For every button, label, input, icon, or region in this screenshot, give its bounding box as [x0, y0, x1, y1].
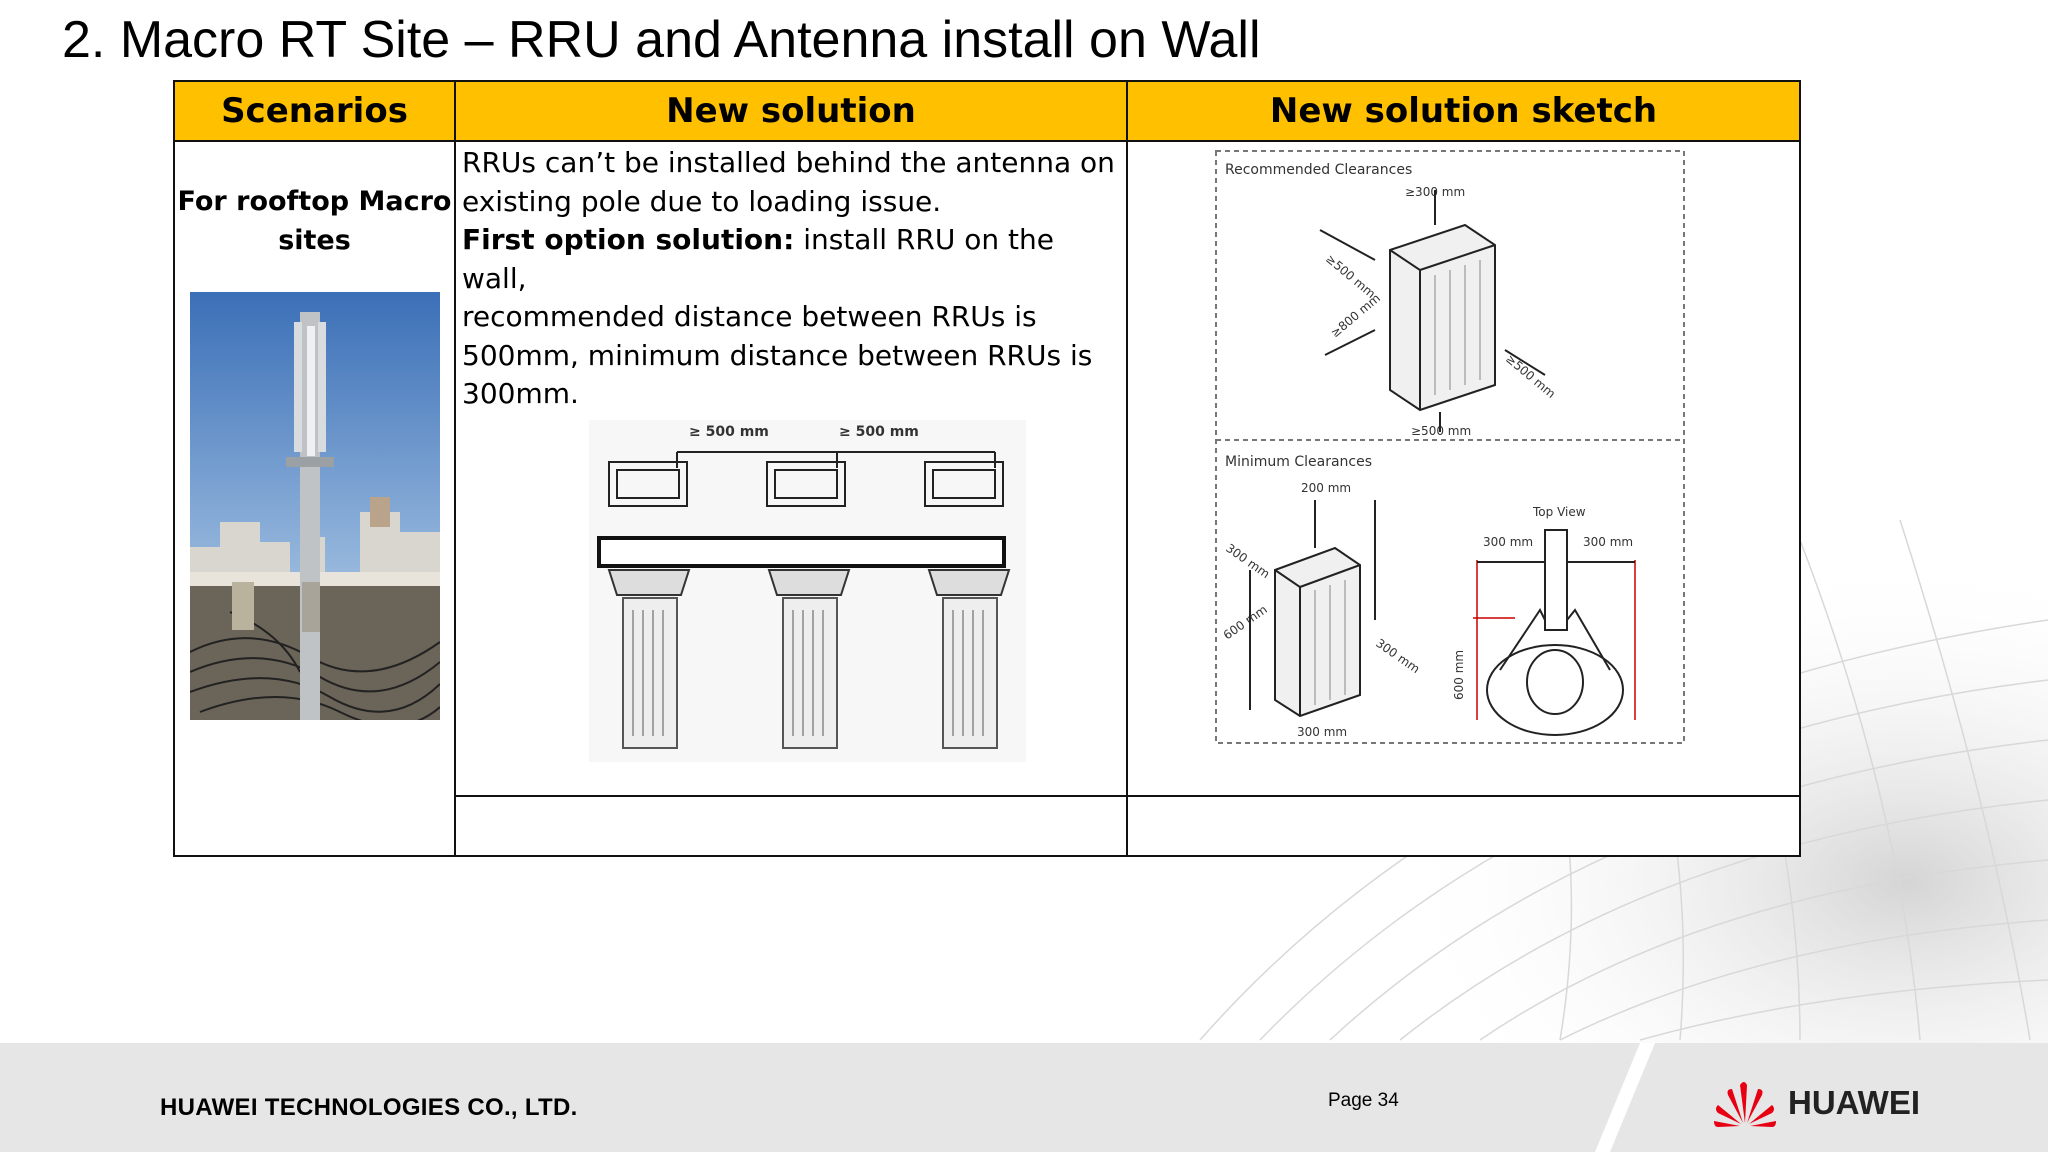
svg-text:Minimum Clearances: Minimum Clearances	[1225, 454, 1372, 470]
first-option-label: First option solution:	[462, 223, 795, 256]
table-row: For rooftop Macro sites	[173, 140, 1801, 857]
header-new-solution-sketch: New solution sketch	[1126, 80, 1801, 142]
svg-text:≥ 500 mm: ≥ 500 mm	[839, 424, 919, 440]
header-new-solution: New solution	[454, 80, 1128, 142]
page-number: Page 34	[1328, 1090, 1399, 1111]
svg-text:≥ 500 mm: ≥ 500 mm	[689, 424, 769, 440]
empty-cell	[454, 795, 1128, 857]
svg-text:300 mm: 300 mm	[1297, 725, 1347, 739]
footer-band	[0, 1043, 2048, 1152]
svg-text:200 mm: 200 mm	[1301, 481, 1351, 495]
svg-text:Top View: Top View	[1532, 505, 1586, 519]
footer-divider	[1595, 1043, 1655, 1152]
svg-text:≥500 mm: ≥500 mm	[1411, 424, 1471, 438]
footer-company-name: HUAWEI TECHNOLOGIES CO., LTD.	[160, 1094, 578, 1121]
scenario-cell: For rooftop Macro sites	[173, 140, 456, 857]
scenario-label: For rooftop Macro sites	[177, 186, 452, 256]
solution-table: Scenarios New solution New solution sket…	[173, 80, 1801, 857]
clearance-sketch: Recommended Clearances ≥300 mm ≥500 mm ≥…	[1215, 150, 1685, 744]
new-solution-cell: RRUs can’t be installed behind the anten…	[454, 140, 1128, 797]
rooftop-tower-photo	[189, 292, 440, 720]
rru-spacing-diagram: ≥ 500 mm ≥ 500 mm	[589, 419, 1026, 762]
svg-text:HUAWEI: HUAWEI	[1788, 1084, 1920, 1121]
table-header-row: Scenarios New solution New solution sket…	[173, 80, 1801, 142]
slide-title: 2. Macro RT Site – RRU and Antenna insta…	[62, 11, 1261, 69]
table-row	[174, 795, 1801, 857]
new-solution-sketch-cell: Recommended Clearances ≥300 mm ≥500 mm ≥…	[1126, 140, 1801, 797]
header-scenarios: Scenarios	[173, 80, 456, 142]
svg-text:600 mm: 600 mm	[1452, 650, 1466, 700]
svg-text:300 mm: 300 mm	[1483, 535, 1533, 549]
empty-cell	[1126, 795, 1801, 857]
solution-description: RRUs can’t be installed behind the anten…	[462, 146, 1115, 410]
svg-text:300 mm: 300 mm	[1583, 535, 1633, 549]
svg-text:Recommended Clearances: Recommended Clearances	[1225, 162, 1412, 178]
huawei-logo-icon: HUAWEI	[1714, 1082, 1920, 1127]
